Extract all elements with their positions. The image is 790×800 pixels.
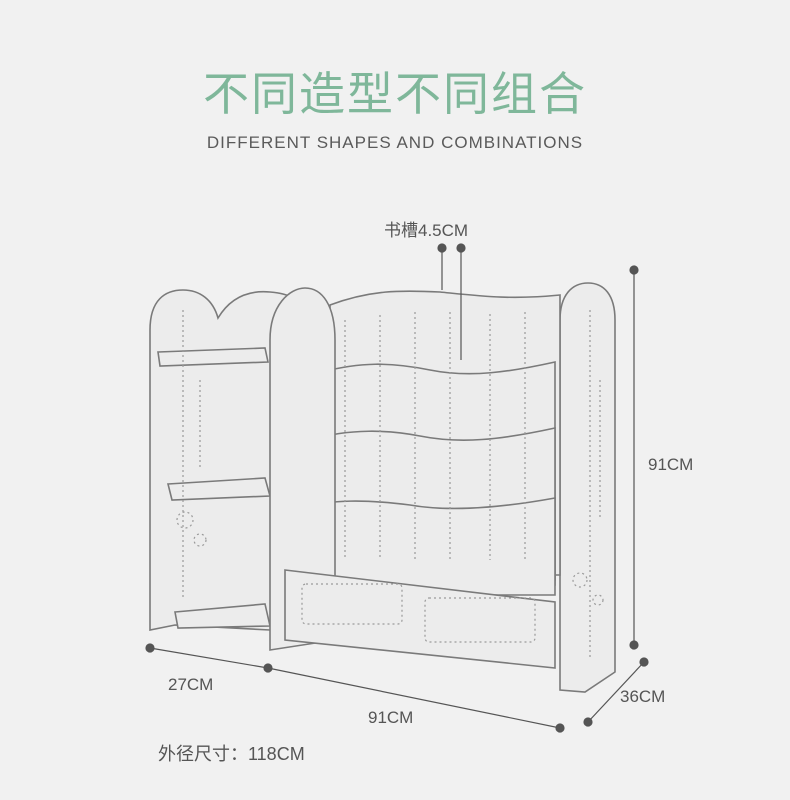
rack-dotted-lines bbox=[344, 312, 526, 560]
base-dotted-panel-left bbox=[301, 583, 403, 625]
left-depth-label: 27CM bbox=[168, 675, 214, 694]
outer-size-label: 外径尺寸：118CM bbox=[158, 744, 305, 764]
rack-right-panel bbox=[559, 282, 616, 693]
width-label: 91CM bbox=[368, 708, 414, 727]
left-shelf-top bbox=[157, 347, 269, 367]
panel-dotted-lines bbox=[182, 310, 601, 660]
headline-chinese: 不同造型不同组合 bbox=[203, 67, 587, 121]
height-label: 91CM bbox=[648, 455, 694, 474]
right-depth-label: 36CM bbox=[620, 687, 666, 706]
rack-left-panel bbox=[269, 287, 336, 651]
headline-english: DIFFERENT SHAPES AND COMBINATIONS bbox=[206, 133, 584, 152]
rack-base-box bbox=[284, 569, 556, 669]
slot-width-label: 书槽4.5CM bbox=[384, 221, 469, 240]
rack-wave-front bbox=[294, 497, 556, 596]
base-dotted-panel-right bbox=[424, 597, 536, 643]
